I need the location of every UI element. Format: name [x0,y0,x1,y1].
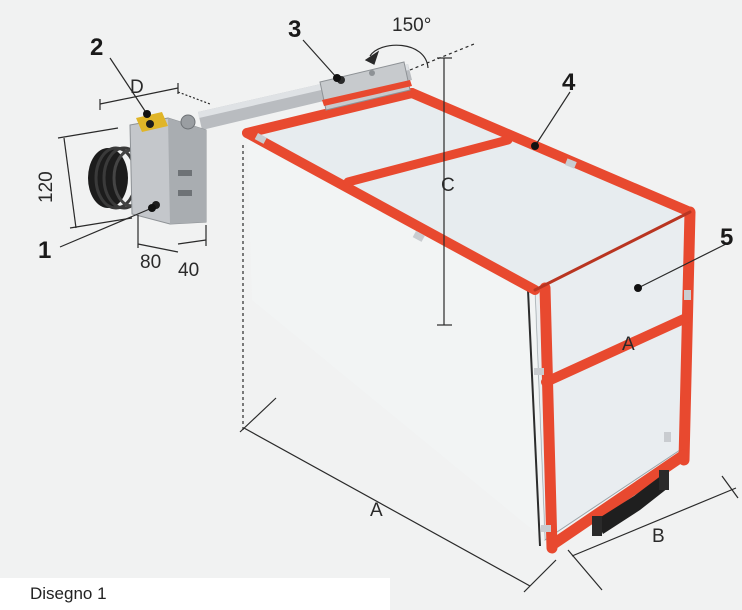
leader-points [143,74,642,292]
dimension-40-label: 40 [178,260,199,281]
transparent-panels [245,92,692,547]
dimension-b-label: B [652,526,665,547]
dimension-a-bottom-label: A [370,500,383,521]
callout-5: 5 [720,224,733,251]
dimension-height-label: 120 [36,171,57,203]
handle-icon [592,470,669,536]
coil-spring-icon [88,146,152,210]
dimension-d-label: D [130,77,144,98]
dimension-c-label: C [441,175,455,196]
callout-1: 1 [38,237,51,264]
dimension-a-front-label: A [622,334,635,355]
dimension-80-label: 80 [140,252,161,273]
dimension-lines [57,39,739,593]
callout-3: 3 [288,16,301,43]
rotation-angle-label: 150° [392,15,431,36]
orange-frame [242,88,696,554]
callout-2: 2 [90,34,103,61]
mounting-bracket-icon [129,112,207,225]
side-panel [247,133,545,540]
callout-4: 4 [562,69,576,96]
rod-hinge-icon [198,61,412,130]
figure-caption: Disegno 1 [0,578,390,610]
